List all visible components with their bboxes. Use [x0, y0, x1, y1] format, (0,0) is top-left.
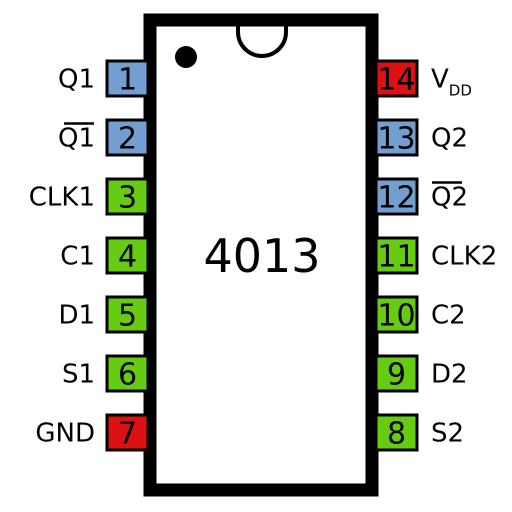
pin-6-label: S1: [62, 360, 95, 390]
pin-9-number: 9: [387, 358, 406, 393]
pin-11-label: CLK2: [431, 242, 497, 272]
pin-11-number: 11: [377, 240, 415, 275]
pin-9: 9 D2: [374, 354, 468, 393]
pin-4: 4 C1: [60, 236, 150, 275]
chip-part-number: 4013: [203, 229, 320, 283]
pin-12-number: 12: [377, 181, 415, 216]
pin-3-pad: [105, 177, 150, 216]
pin-11: 11 CLK2: [374, 236, 497, 275]
pin-8-number: 8: [387, 417, 406, 452]
pin-12-label: Q2: [431, 183, 468, 213]
pin1-indicator-dot: [175, 46, 197, 68]
pin-7: 7 GND: [35, 413, 150, 452]
pin-3-number: 3: [118, 181, 137, 216]
pin-1-pad: [105, 59, 150, 98]
pin-12: 12 Q2: [374, 177, 468, 216]
pin-6-pad: [105, 354, 150, 393]
pin-2-number: 2: [118, 122, 137, 157]
pin-10-label: C2: [431, 301, 466, 331]
chip-body: [143, 13, 379, 497]
orientation-notch: [236, 20, 288, 58]
pin-7-label: GND: [35, 419, 95, 449]
pin-4-number: 4: [118, 240, 137, 275]
pin-14-pad: [374, 59, 419, 98]
pin-5-label: D1: [58, 301, 95, 331]
pin-13-label: Q2: [431, 124, 468, 154]
pin-10-pad: [374, 295, 419, 334]
pin-11-pad: [374, 236, 419, 275]
pin-4-label: C1: [60, 242, 95, 272]
pin-8-label: S2: [431, 419, 464, 449]
pin-8-pad: [374, 413, 419, 452]
pin-13: 13 Q2: [374, 118, 468, 157]
pin-13-pad: [374, 118, 419, 157]
pin-5-number: 5: [118, 299, 137, 334]
pin-5-pad: [105, 295, 150, 334]
pin-3-label: CLK1: [29, 183, 95, 213]
pin-14-number: 14: [377, 63, 415, 98]
pin-10-number: 10: [377, 299, 415, 334]
pin-9-pad: [374, 354, 419, 393]
pin-2: 2 Q1: [58, 118, 150, 157]
pin-14-label: VDD: [431, 65, 472, 100]
pin-7-pad: [105, 413, 150, 452]
pin-3: 3 CLK1: [29, 177, 150, 216]
pin-5: 5 D1: [58, 295, 150, 334]
pin-13-number: 13: [377, 122, 415, 157]
pin-8: 8 S2: [374, 413, 464, 452]
pin-10: 10 C2: [374, 295, 466, 334]
pin-1-number: 1: [118, 63, 137, 98]
pin-14: 14 VDD: [374, 59, 472, 100]
pin-1-label: Q1: [58, 65, 95, 95]
pin-7-number: 7: [118, 417, 137, 452]
pin-2-pad: [105, 118, 150, 157]
pin-6-number: 6: [118, 358, 137, 393]
pin-4-pad: [105, 236, 150, 275]
pin-1: 1 Q1: [58, 59, 150, 98]
pin-2-label: Q1: [58, 124, 95, 154]
pin-6: 6 S1: [62, 354, 150, 393]
pin-12-pad: [374, 177, 419, 216]
pin-9-label: D2: [431, 360, 468, 390]
